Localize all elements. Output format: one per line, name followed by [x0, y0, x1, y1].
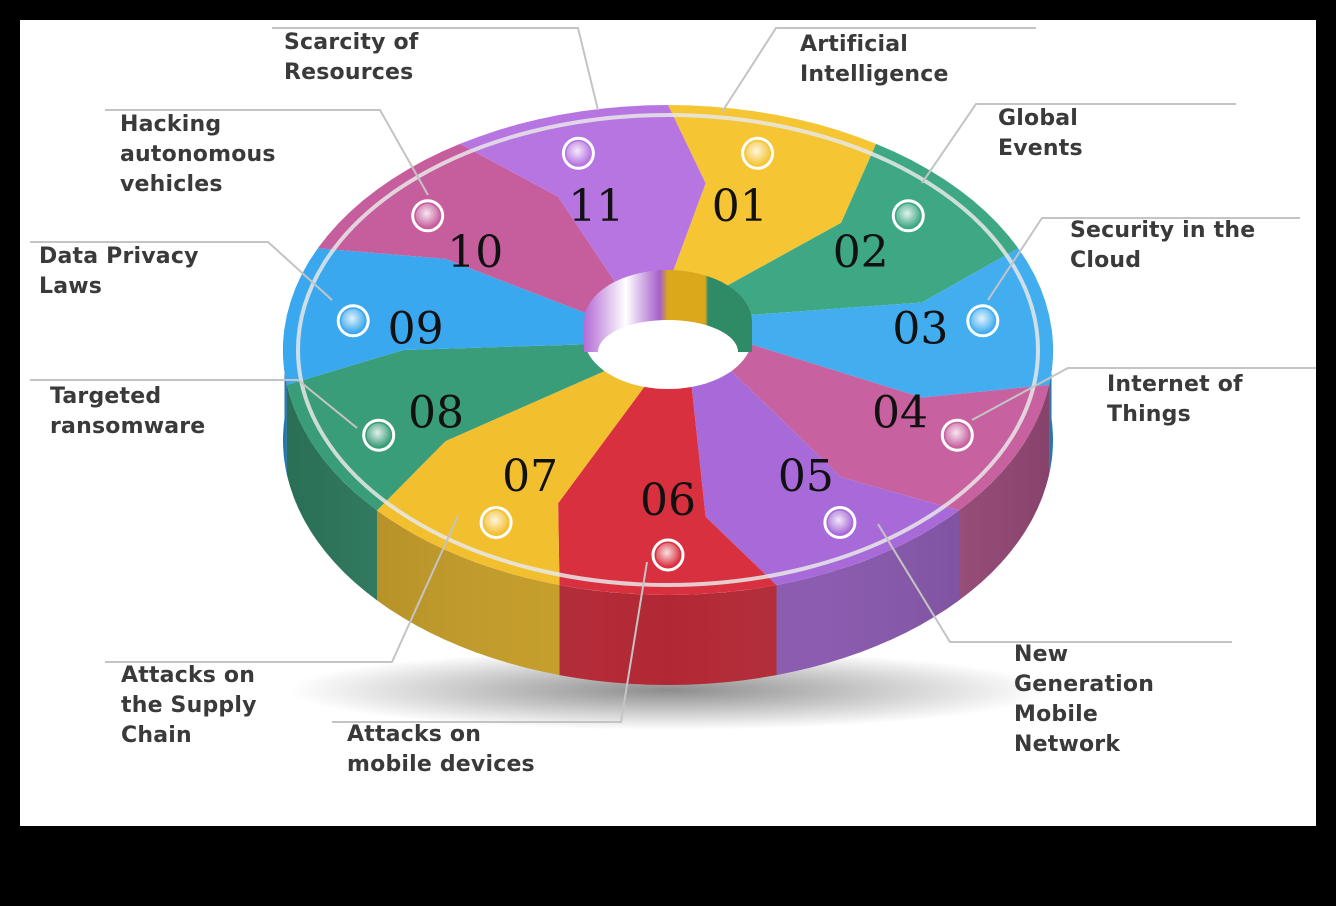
- segment-number-11: 11: [568, 181, 624, 232]
- segment-number-02: 02: [833, 227, 889, 278]
- label-04: Internet of Things: [1107, 372, 1243, 427]
- leader-lines: [30, 27, 1316, 723]
- donut-top-face: [283, 105, 1053, 595]
- segment-number-10: 10: [447, 227, 503, 278]
- label-05: New Generation Mobile Network: [1014, 642, 1155, 757]
- rim-ring: [296, 113, 1040, 587]
- segment-number-04: 04: [872, 387, 928, 438]
- segment-01: [668, 105, 877, 294]
- segment-10: [317, 143, 623, 316]
- marker-dots: [336, 136, 1000, 572]
- segment-number-09: 09: [388, 304, 444, 355]
- label-06: Attacks on mobile devices: [347, 722, 535, 777]
- segment-04: [731, 344, 1050, 511]
- segment-08: [286, 344, 605, 511]
- segment-05: [691, 371, 959, 586]
- marker-dot-06: [651, 538, 685, 572]
- label-11: Scarcity of Resources: [284, 30, 419, 85]
- segment-number-07: 07: [502, 451, 558, 502]
- marker-dot-02: [891, 199, 925, 233]
- marker-dot-07: [479, 506, 513, 539]
- center-hole: [584, 270, 752, 384]
- segment-06: [558, 386, 777, 595]
- label-08: Targeted ransomware: [50, 384, 206, 439]
- marker-dot-10: [411, 199, 445, 233]
- segment-number-01: 01: [712, 181, 768, 232]
- segment-07: [377, 371, 645, 586]
- marker-dot-08: [362, 418, 396, 452]
- label-07: Attacks on the Supply Chain: [121, 663, 257, 748]
- segment-number-06: 06: [640, 475, 696, 526]
- label-10: Hacking autonomous vehicles: [120, 112, 276, 197]
- marker-dot-09: [336, 304, 370, 338]
- ground-shadow: [288, 650, 1048, 730]
- marker-dot-04: [940, 418, 974, 452]
- label-09: Data Privacy Laws: [39, 244, 199, 299]
- segment-03: [744, 248, 1053, 398]
- segment-number-03: 03: [892, 304, 948, 355]
- marker-dot-05: [823, 506, 857, 539]
- segment-11: [459, 105, 706, 294]
- segment-02: [713, 143, 1019, 316]
- marker-dot-03: [966, 304, 1000, 338]
- label-03: Security in the Cloud: [1070, 218, 1256, 273]
- marker-dot-01: [741, 136, 775, 170]
- segment-number-05: 05: [778, 451, 834, 502]
- segment-09: [283, 248, 592, 385]
- marker-dot-11: [561, 136, 595, 170]
- segment-number-08: 08: [408, 387, 464, 438]
- label-01: Artificial Intelligence: [800, 32, 949, 87]
- label-02: Global Events: [998, 106, 1083, 161]
